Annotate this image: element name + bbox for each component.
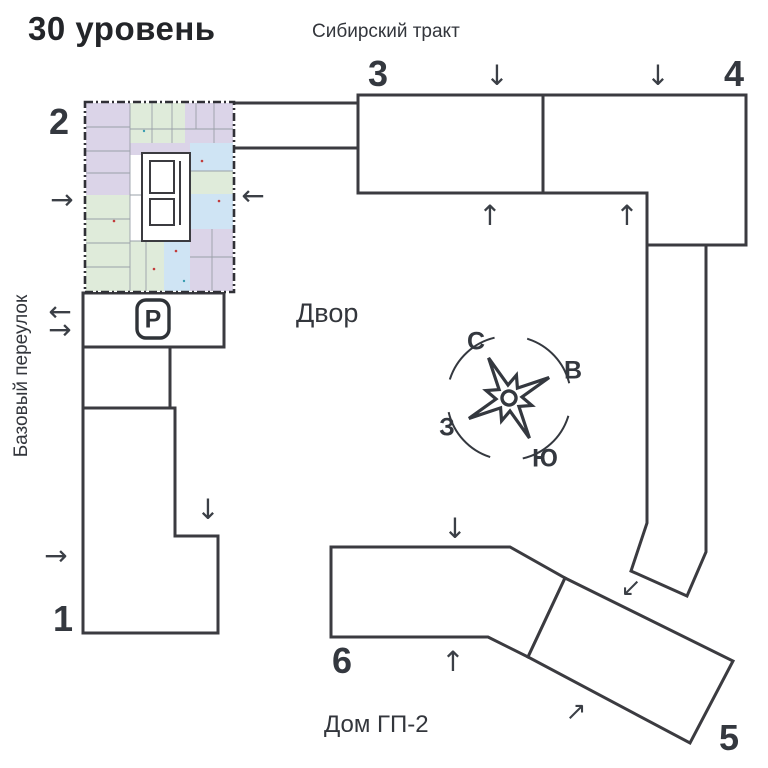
entry-arrow-up-icon: ↑: [441, 645, 465, 678]
entry-arrow-up-icon: ↑: [478, 199, 502, 232]
entry-arrow-down-icon: ↓: [485, 59, 509, 92]
entry-arrow-down-icon: ↓: [443, 512, 467, 545]
entry-arrow-down-left-icon: ↙: [620, 572, 642, 602]
building-6-outline[interactable]: [329, 545, 567, 660]
entry-arrow-down-icon: ↓: [646, 59, 670, 92]
connector-corridor: [235, 101, 358, 150]
compass-label-north: С: [466, 327, 486, 356]
building-2-floorplan[interactable]: [83, 100, 236, 294]
stair-elevator-core: [141, 152, 191, 242]
street-label-bazovy-pereulok: Базовый переулок: [11, 294, 32, 458]
entry-arrow-right-icon: →: [50, 183, 74, 216]
compass-star-icon: [467, 356, 551, 440]
entry-arrow-right-icon: →: [48, 313, 72, 346]
entry-arrow-up-icon: ↑: [615, 199, 639, 232]
page-title: 30 уровень: [28, 10, 216, 47]
parking-letter: Р: [144, 305, 162, 334]
entry-arrow-down-icon: ↓: [196, 493, 220, 526]
entry-arrow-left-icon: ←: [241, 179, 265, 212]
building-1-outline[interactable]: [81, 406, 220, 635]
building-3-outline[interactable]: [356, 93, 545, 195]
parking-icon: [135, 298, 171, 340]
building-2-number: 2: [48, 101, 70, 142]
building-5-outline[interactable]: [526, 575, 736, 746]
building-4-number: 4: [723, 53, 745, 94]
building-4-wing-outline[interactable]: [629, 243, 708, 598]
compass-rose: [446, 335, 572, 461]
entry-arrow-left-icon: ←: [48, 295, 72, 328]
building-1-number: 1: [52, 598, 74, 639]
street-label-sibirsky-trakt: Сибирский тракт: [312, 21, 460, 42]
entry-arrow-up-right-icon: ↗: [565, 696, 587, 726]
building-5-number: 5: [718, 717, 740, 758]
building-4-outline[interactable]: [541, 93, 748, 247]
house-gp2-label: Дом ГП-2: [324, 711, 429, 738]
entry-arrow-right-icon: →: [44, 539, 68, 572]
compass-label-west: З: [439, 413, 455, 442]
courtyard-label: Двор: [296, 298, 359, 328]
stylobate-outline[interactable]: [81, 345, 172, 410]
compass-label-east: В: [563, 356, 583, 385]
building-6-number: 6: [331, 640, 353, 681]
building-3-number: 3: [367, 53, 389, 94]
compass-label-south: Ю: [532, 444, 558, 473]
